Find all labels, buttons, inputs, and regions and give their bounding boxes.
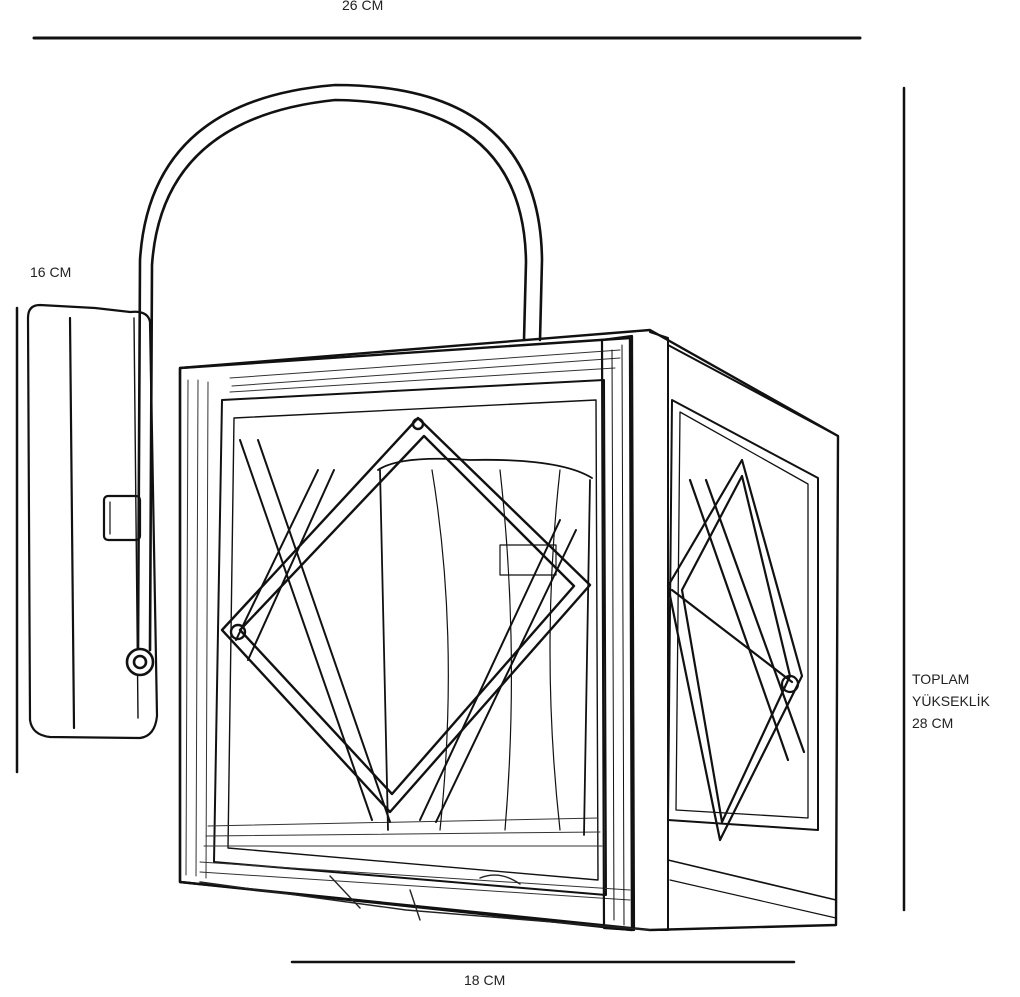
height-label-line3: 28 CM: [912, 715, 954, 731]
glass-shade: [377, 457, 593, 836]
diamond-frame: [220, 416, 592, 814]
wall-mount-plate: [26, 303, 159, 740]
side-diamond-frame: [666, 458, 806, 842]
bottom-width-dimension-label: 18 CM: [464, 972, 506, 988]
curved-support-arm: [125, 83, 544, 677]
width-dimension-label: 26 CM: [342, 0, 384, 13]
lantern-cage: [178, 328, 840, 932]
depth-dimension-label: 16 CM: [30, 264, 72, 280]
height-label-line2: YÜKSEKLİK: [912, 693, 990, 709]
height-label-line1: TOPLAM: [912, 671, 970, 687]
